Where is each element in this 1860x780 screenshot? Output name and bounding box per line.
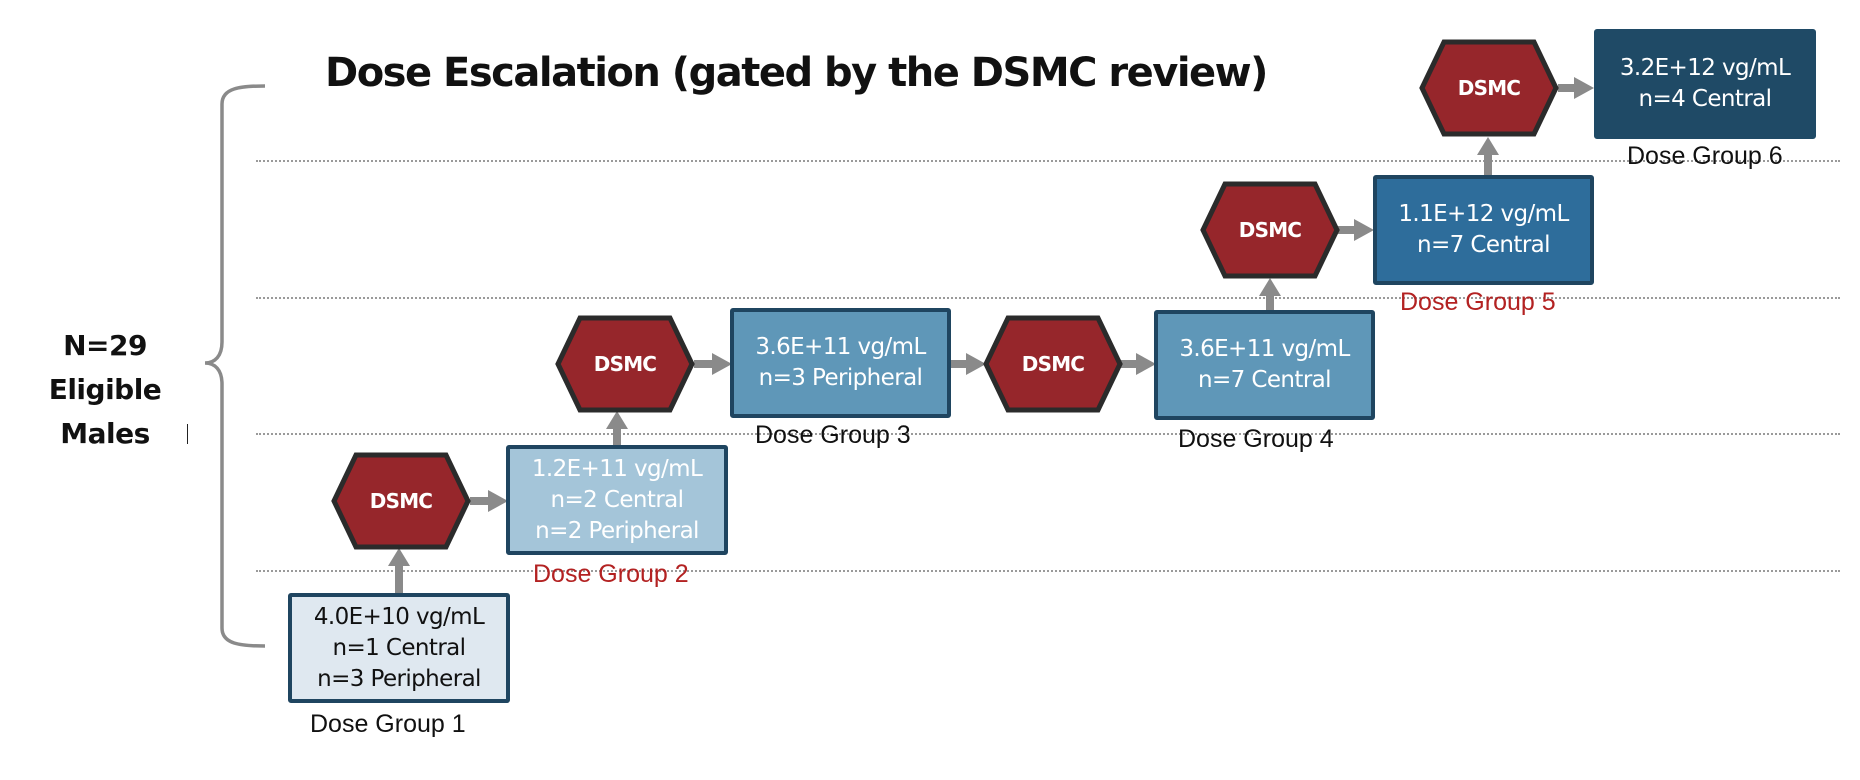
dsmc-review-node: DSMC — [331, 452, 471, 550]
dose-group-5-label: Dose Group 5 — [1400, 288, 1556, 316]
hexagon-icon — [1419, 39, 1559, 137]
hexagon-icon — [983, 315, 1123, 413]
cohort-line: n=4 Central — [1638, 86, 1773, 112]
hexagon-icon — [331, 452, 471, 550]
dose-group-3-label: Dose Group 3 — [755, 421, 911, 449]
tier-divider-line — [256, 297, 1840, 299]
dose-group-4-box: 3.6E+11 vg/mL n=7 Central — [1154, 310, 1375, 420]
hexagon-icon — [555, 315, 695, 413]
population-description: Eligible Males — [48, 373, 162, 450]
dose-group-4-label: Dose Group 4 — [1178, 425, 1334, 453]
arrow-up-icon — [1259, 278, 1281, 312]
arrow-right-icon — [950, 353, 986, 375]
dsmc-label: DSMC — [1021, 352, 1085, 376]
population-count: N=29 — [63, 329, 147, 362]
dose-value: 3.2E+12 vg/mL — [1619, 55, 1791, 81]
arrow-up-icon — [606, 411, 628, 447]
cohort-line: n=3 Peripheral — [317, 665, 481, 692]
dsmc-label: DSMC — [593, 352, 657, 376]
arrow-right-icon — [470, 490, 508, 512]
arrow-right-icon — [694, 353, 732, 375]
arrow-right-icon — [1338, 219, 1374, 241]
arrow-right-icon — [1119, 353, 1156, 375]
dose-group-6-label: Dose Group 6 — [1627, 142, 1783, 170]
diagram-title: Dose Escalation (gated by the DSMC revie… — [325, 50, 1268, 96]
dsmc-review-node: DSMC — [1419, 39, 1559, 137]
dose-value: 1.1E+12 vg/mL — [1398, 201, 1569, 227]
arrow-up-icon — [1477, 137, 1499, 177]
cohort-line: n=7 Central — [1417, 232, 1551, 258]
cohort-line: n=2 Peripheral — [535, 517, 699, 544]
dose-group-1-label: Dose Group 1 — [310, 710, 466, 738]
cohort-line: n=3 Peripheral — [758, 365, 923, 391]
tier-divider-line — [256, 160, 1840, 162]
curly-brace-icon — [205, 84, 266, 648]
dsmc-label: DSMC — [1457, 76, 1521, 100]
text-cursor-mark — [187, 424, 188, 444]
cohort-line: n=1 Central — [332, 634, 467, 661]
dose-group-2-label: Dose Group 2 — [533, 560, 689, 588]
dose-group-3-box: 3.6E+11 vg/mL n=3 Peripheral — [730, 308, 951, 418]
arrow-right-icon — [1558, 77, 1594, 99]
arrow-up-icon — [388, 548, 410, 596]
dose-group-5-box: 1.1E+12 vg/mL n=7 Central — [1373, 175, 1594, 285]
dose-group-6-box: 3.2E+12 vg/mL n=4 Central — [1594, 29, 1816, 139]
tier-divider-line — [256, 433, 1840, 435]
dsmc-review-node: DSMC — [555, 315, 695, 413]
dose-group-1-box: 4.0E+10 vg/mL n=1 Central n=3 Peripheral — [288, 593, 510, 703]
cohort-line: n=7 Central — [1198, 367, 1332, 393]
dose-value: 3.6E+11 vg/mL — [1179, 336, 1350, 362]
dose-group-2-box: 1.2E+11 vg/mL n=2 Central n=2 Peripheral — [506, 445, 728, 555]
dose-value: 3.6E+11 vg/mL — [755, 334, 926, 360]
tier-divider-line — [256, 570, 1840, 572]
dose-value: 1.2E+11 vg/mL — [531, 455, 703, 482]
cohort-line: n=2 Central — [550, 486, 685, 513]
dose-value: 4.0E+10 vg/mL — [313, 603, 485, 630]
dsmc-review-node: DSMC — [983, 315, 1123, 413]
hexagon-icon — [1200, 181, 1340, 279]
dsmc-review-node: DSMC — [1200, 181, 1340, 279]
dsmc-label: DSMC — [1238, 218, 1302, 242]
dsmc-label: DSMC — [369, 489, 433, 513]
